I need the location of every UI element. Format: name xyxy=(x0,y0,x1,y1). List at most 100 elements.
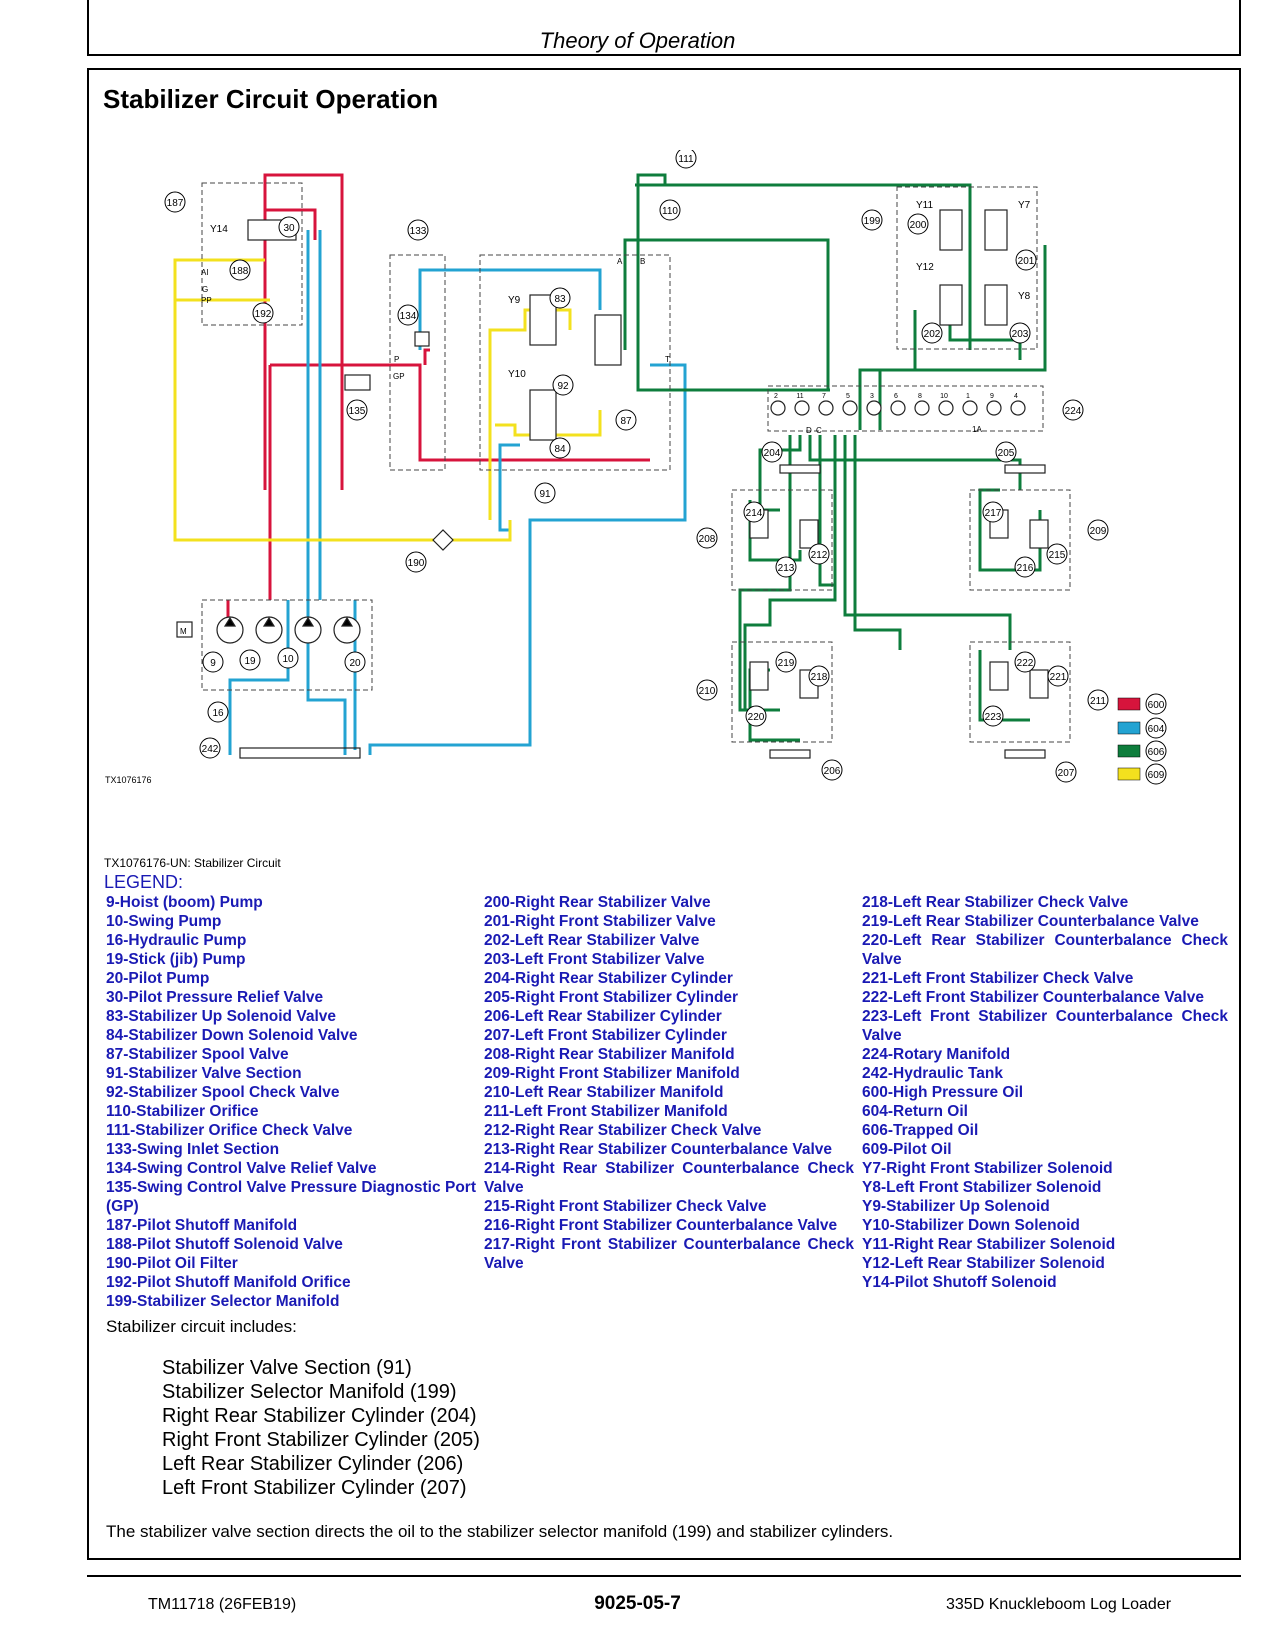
rotary-number: 3 xyxy=(870,393,874,400)
legend-heading: LEGEND: xyxy=(104,872,184,892)
callout-label: 213 xyxy=(778,563,795,574)
legend-item: 84-Stabilizer Down Solenoid Valve xyxy=(106,1027,358,1044)
callout-label: 209 xyxy=(1090,526,1107,537)
legend-item: 606-Trapped Oil xyxy=(862,1122,979,1139)
legend-item: 187-Pilot Shutoff Manifold xyxy=(106,1217,298,1234)
port-label: M xyxy=(180,627,187,636)
callout-bubble xyxy=(808,665,830,687)
callout-bubble xyxy=(921,322,943,344)
legend-item: 110-Stabilizer Orifice xyxy=(106,1103,259,1120)
callout-bubble xyxy=(1014,556,1036,578)
callout-label: 9 xyxy=(210,658,216,669)
callout-label: 218 xyxy=(811,672,828,683)
callout-label: 30 xyxy=(283,223,295,234)
rotary-number: 10 xyxy=(940,393,948,400)
page-header-title: Theory of Operation xyxy=(539,28,736,53)
callout-bubble xyxy=(907,213,929,235)
callout-bubble xyxy=(1062,399,1084,421)
pump-arrow xyxy=(301,616,315,627)
rotary-number: 6 xyxy=(894,393,898,400)
cylinder-symbol xyxy=(779,464,821,474)
legend-item: 30-Pilot Pressure Relief Valve xyxy=(106,989,324,1006)
includes-item: Left Front Stabilizer Cylinder (207) xyxy=(162,1477,467,1499)
rotary-manifold-box xyxy=(767,385,1044,432)
callout-bubble xyxy=(397,304,419,326)
diagnostic-port-symbol xyxy=(344,374,371,391)
manifold-209-box xyxy=(969,489,1071,591)
legend-item: 220-Left Rear Stabilizer Counterbalance … xyxy=(862,932,1228,968)
callout-label: 91 xyxy=(539,489,551,500)
callout-bubble xyxy=(775,651,797,673)
callout-label: 215 xyxy=(1049,550,1066,561)
footer-page-number: 9025-05-7 xyxy=(594,1593,681,1614)
stabilizer-valve-symbol xyxy=(594,314,622,366)
callout-label: 219 xyxy=(778,658,795,669)
pilot-shutoff-manifold-box xyxy=(201,182,303,326)
port-label: D xyxy=(806,426,812,435)
callout-bubble xyxy=(239,649,261,671)
callout-label: 606 xyxy=(1148,747,1165,758)
solenoid-valve-symbol xyxy=(984,209,1008,251)
callout-label: 604 xyxy=(1148,724,1165,735)
return-line xyxy=(418,268,602,350)
section-title: Stabilizer Circuit Operation xyxy=(103,84,439,114)
trapped-line xyxy=(843,435,1012,650)
legend-item: 192-Pilot Shutoff Manifold Orifice xyxy=(106,1274,351,1291)
rotary-number: 4 xyxy=(1014,393,1018,400)
callout-bubble xyxy=(405,551,427,573)
trapped-line xyxy=(818,435,835,587)
rotary-number: 7 xyxy=(822,393,826,400)
legend-item: 206-Left Rear Stabilizer Cylinder xyxy=(484,1008,722,1025)
relief-valve-symbol xyxy=(414,331,430,347)
legend-item: 219-Left Rear Stabilizer Counterbalance … xyxy=(862,913,1199,930)
legend-item: 87-Stabilizer Spool Valve xyxy=(106,1046,289,1063)
return-line xyxy=(228,600,290,755)
legend-item: Y12-Left Rear Stabilizer Solenoid xyxy=(862,1255,1105,1272)
callout-label: 203 xyxy=(1012,329,1029,340)
trapped-line xyxy=(878,245,1047,430)
high-pressure-line xyxy=(270,363,650,462)
callout-bubble xyxy=(252,302,274,324)
rotary-number: 2 xyxy=(774,393,778,400)
callout-bubble xyxy=(277,647,299,669)
callout-label: 208 xyxy=(699,534,716,545)
legend-item: 208-Right Rear Stabilizer Manifold xyxy=(484,1046,735,1063)
port-label: B xyxy=(640,257,645,266)
pump-arrow xyxy=(340,616,354,627)
callout-label: 223 xyxy=(985,712,1002,723)
callout-bubble xyxy=(229,259,251,281)
callout-label: 206 xyxy=(824,766,841,777)
content-frame xyxy=(87,68,1241,1560)
trapped-line xyxy=(948,315,1022,360)
return-line xyxy=(306,230,347,755)
legend-item: 223-Left Front Stabilizer Counterbalance… xyxy=(862,1008,1228,1044)
solenoid-label: Y11 xyxy=(916,200,933,211)
includes-item: Stabilizer Selector Manifold (199) xyxy=(162,1381,457,1403)
manifold-210-box xyxy=(731,641,833,743)
header-frame xyxy=(87,0,1241,56)
port-label: G xyxy=(202,285,208,294)
callout-bubble xyxy=(278,216,300,238)
callout-label: 20 xyxy=(349,658,361,669)
trapped-line xyxy=(623,238,830,390)
cylinder-symbol xyxy=(1004,464,1046,474)
includes-item: Right Rear Stabilizer Cylinder (204) xyxy=(162,1405,477,1427)
callout-bubble xyxy=(164,191,186,213)
rotary-number: 5 xyxy=(846,393,850,400)
manifold-208-box xyxy=(731,489,833,591)
callout-bubble xyxy=(344,651,366,673)
check-valve-symbol xyxy=(799,519,819,549)
callout-bubble xyxy=(1145,740,1167,762)
callout-label: 84 xyxy=(554,444,566,455)
legend-item: 205-Right Front Stabilizer Cylinder xyxy=(484,989,739,1006)
includes-item: Left Rear Stabilizer Cylinder (206) xyxy=(162,1453,464,1475)
legend-item: 199-Stabilizer Selector Manifold xyxy=(106,1293,340,1310)
rotary-port-symbol xyxy=(842,400,858,416)
legend-item: Y7-Right Front Stabilizer Solenoid xyxy=(862,1160,1113,1177)
legend-item: 134-Swing Control Valve Relief Valve xyxy=(106,1160,377,1177)
legend-item: 9-Hoist (boom) Pump xyxy=(106,894,263,911)
check-valve-symbol xyxy=(749,661,769,691)
rotary-port-symbol xyxy=(866,400,882,416)
callout-label: 10 xyxy=(282,654,294,665)
